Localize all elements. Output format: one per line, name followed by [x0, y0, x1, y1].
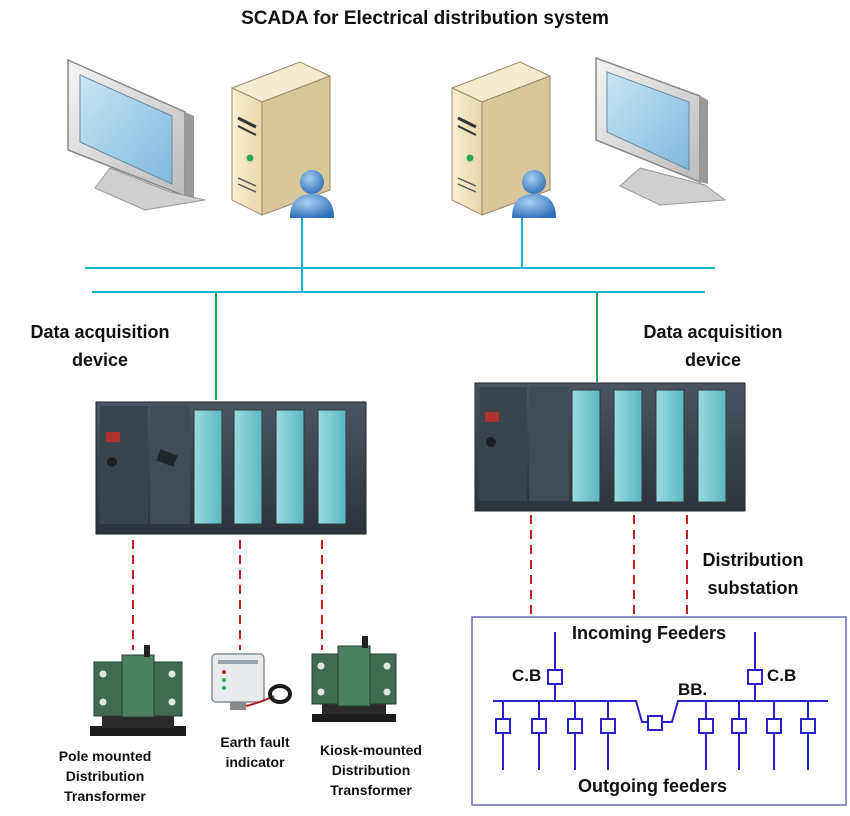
label-line: Distribution: [331, 762, 411, 778]
busbar-label: BB.: [678, 680, 708, 699]
label-line: Distribution: [702, 550, 804, 570]
monitor-left-icon: [67, 58, 206, 211]
pole-transformer-icon: [90, 645, 186, 736]
monitor-right-icon: [595, 56, 727, 206]
label-line: device: [71, 350, 129, 370]
plc-rack-left-icon: [95, 401, 367, 535]
outgoing-feeders-label: Outgoing feeders: [578, 776, 728, 796]
label-line: Pole mounted: [58, 748, 152, 764]
label-line: Earth fault: [220, 734, 290, 750]
label-line: substation: [707, 578, 799, 598]
user-left-icon: [290, 170, 334, 218]
incoming-feeders-label: Incoming Feeders: [572, 623, 727, 643]
kiosk-transformer-icon: [311, 636, 397, 722]
acquisition-device-left-label: Data acquisition device: [18, 318, 182, 374]
earth-fault-indicator-icon: [211, 653, 292, 710]
earth-fault-indicator-label: Earth fault indicator: [205, 732, 305, 772]
label-line: indicator: [225, 754, 285, 770]
diagram-title: SCADA for Electrical distribution system: [241, 8, 609, 29]
cb-left-label: C.B: [512, 666, 542, 685]
substation-box: [471, 616, 847, 806]
pole-transformer-label: Pole mounted Distribution Transformer: [40, 746, 170, 806]
acquisition-device-right-label: Data acquisition device: [630, 318, 796, 374]
field-links: [132, 515, 688, 650]
label-line: Transformer: [330, 782, 412, 798]
kiosk-transformer-label: Kiosk-mounted Distribution Transformer: [305, 740, 437, 800]
substation-label: Distribution substation: [682, 546, 824, 602]
user-right-icon: [512, 170, 556, 218]
label-line: Kiosk-mounted: [320, 742, 422, 758]
label-line: Data acquisition: [643, 322, 783, 342]
network-bus: [85, 218, 715, 293]
cb-right-label: C.B: [767, 666, 797, 685]
plc-rack-right-icon: [474, 382, 746, 512]
label-line: Distribution: [65, 768, 145, 784]
label-line: device: [684, 350, 742, 370]
uplink-lines: [215, 292, 598, 400]
substation-diagram: [471, 616, 847, 806]
label-line: Transformer: [64, 788, 146, 804]
label-line: Data acquisition: [30, 322, 170, 342]
